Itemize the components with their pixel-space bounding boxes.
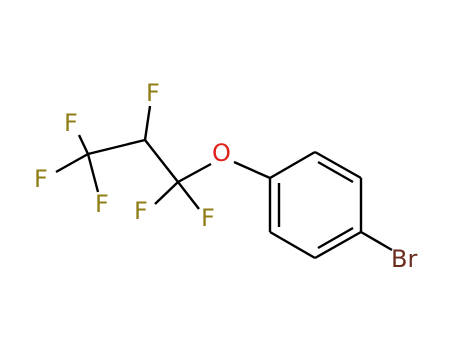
fluorine-top-label: F — [146, 79, 160, 107]
bond-cf2-f-left — [154, 181, 179, 205]
fluorine-cf2-left-label: F — [134, 197, 148, 225]
bond-ring-br — [360, 230, 393, 252]
fluorine-cf2-right-label: F — [201, 204, 215, 232]
bond-cf2-o — [177, 162, 212, 184]
bonds — [55, 105, 393, 260]
ring-bond-5 — [269, 230, 316, 260]
fluorine-cf3-bottom-label: F — [95, 190, 109, 218]
bond-chf-cf2 — [144, 139, 179, 183]
bond-cf3-chf — [87, 138, 146, 156]
bromine-label: Br — [391, 245, 417, 273]
fluorine-left-lower-label: F — [34, 165, 48, 193]
bond-cf3-f-left — [55, 152, 89, 174]
ring-bond-4 — [314, 230, 362, 260]
fluorine-left-upper-label: F — [64, 109, 78, 137]
ring-double-bond-bottom — [317, 226, 354, 250]
ring-double-bond-top — [317, 160, 354, 184]
ring-bond-1 — [269, 150, 316, 180]
bond-chf-f — [143, 105, 152, 141]
bond-o-ring — [233, 160, 271, 180]
ring-bond-2 — [314, 150, 362, 180]
bond-cf3-f-lower — [86, 153, 100, 193]
bond-cf2-f-right — [177, 181, 200, 210]
bond-cf3-f-upper — [77, 134, 90, 155]
oxygen-label: O — [212, 139, 231, 167]
atom-labels: F F F F F F O Br — [34, 79, 417, 273]
